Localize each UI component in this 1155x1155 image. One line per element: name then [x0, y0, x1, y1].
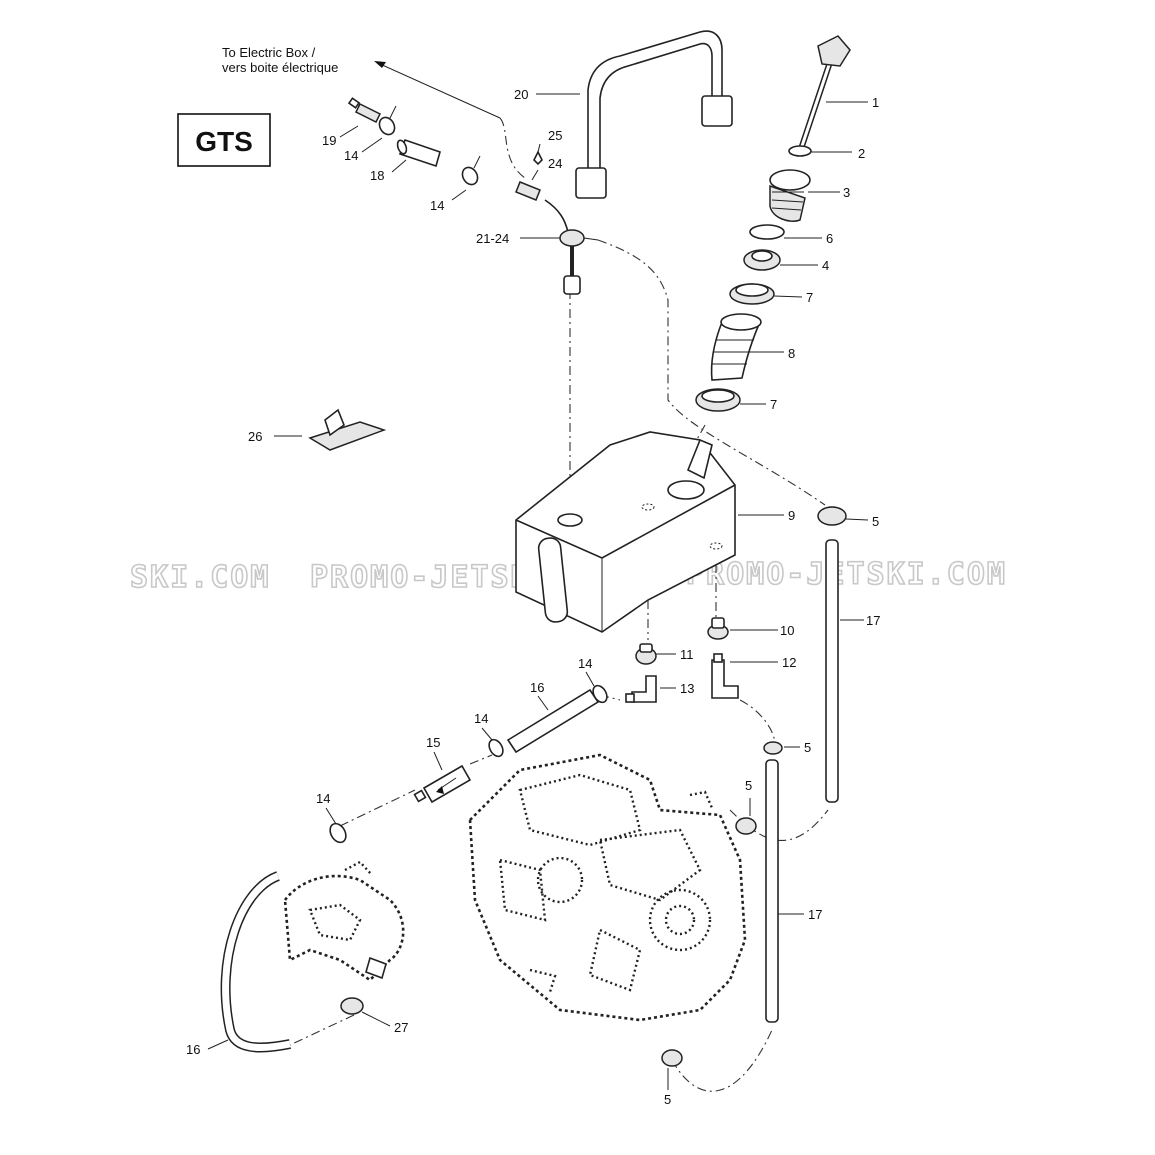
callout-16-upper: 16: [530, 680, 544, 695]
part-16-hose-lower: [220, 871, 291, 1053]
callout-19: 19: [322, 133, 336, 148]
callout-4: 4: [822, 258, 829, 273]
callout-14-b: 14: [430, 198, 444, 213]
part-12-elbow-fitting: [711, 653, 739, 699]
part-20-handle-strap: [575, 30, 733, 199]
callout-27: 27: [394, 1020, 408, 1035]
callout-21-24: 21-24: [476, 231, 509, 246]
callout-15: 15: [426, 735, 440, 750]
oil-pump-reference: [283, 860, 405, 982]
part-7-clamp-lower: [695, 388, 741, 412]
callout-2: 2: [858, 146, 865, 161]
callout-7-lower: 7: [770, 397, 777, 412]
part-18-hose: [396, 138, 441, 168]
callout-13: 13: [680, 681, 694, 696]
engine-reference: [468, 753, 747, 1022]
part-13-elbow-fitting: [625, 675, 657, 703]
part-24-connector: [515, 181, 541, 201]
svg-text:vers boite électrique: vers boite électrique: [222, 60, 338, 75]
callout-9: 9: [788, 508, 795, 523]
callout-5-top: 5: [872, 514, 879, 529]
model-badge: GTS: [177, 113, 271, 167]
watermark-left: SKI.COM: [130, 560, 270, 595]
part-27-clamp: [340, 997, 364, 1015]
part-7-clamp-upper: [729, 283, 775, 305]
part-6-washer: [749, 224, 785, 240]
part-14-clamp-c: [592, 684, 608, 704]
callout-20: 20: [514, 87, 528, 102]
part-16-hose-upper: [506, 688, 600, 754]
part-1-dipstick: [797, 35, 851, 153]
part-5-clamp-top: [817, 506, 847, 526]
callout-12: 12: [782, 655, 796, 670]
callout-24: 24: [548, 156, 562, 171]
callout-14-e: 14: [316, 791, 330, 806]
callout-14-a: 14: [344, 148, 358, 163]
leader-lines: [207, 93, 869, 1090]
part-19-vent-fitting: [347, 97, 382, 124]
callout-16-lower: 16: [186, 1042, 200, 1057]
part-14-clamp-e: [329, 822, 347, 844]
part-11-grommet: [635, 643, 657, 665]
part-14-clamp-b: [461, 155, 481, 186]
callout-25: 25: [548, 128, 562, 143]
callout-18: 18: [370, 168, 384, 183]
callout-17-upper: 17: [866, 613, 880, 628]
watermark-right: PROMO-JETSKI.COM: [686, 557, 1007, 592]
callout-3: 3: [843, 185, 850, 200]
callout-5-mid: 5: [804, 740, 811, 755]
callout-11: 11: [680, 647, 694, 662]
part-2-gasket: [788, 145, 812, 157]
electric-box-note: To Electric Box / vers boite électrique: [222, 45, 501, 119]
callout-5-engine: 5: [745, 778, 752, 793]
part-5-clamp-mid: [763, 741, 783, 755]
callout-7-upper: 7: [806, 290, 813, 305]
part-5-clamp-bottom: [661, 1049, 683, 1067]
part-26-clip: [308, 408, 387, 451]
part-17-tube-upper: [825, 539, 839, 803]
callout-10: 10: [780, 623, 794, 638]
callout-14-d: 14: [474, 711, 488, 726]
part-5-clamp-engine: [735, 817, 757, 835]
part-4-nut: [743, 249, 781, 271]
part-25-drop-icon: [533, 150, 543, 166]
callout-5-bottom: 5: [664, 1092, 671, 1107]
part-9-oil-tank: [515, 431, 736, 633]
callout-14-c: 14: [578, 656, 592, 671]
part-15-inline-filter: [413, 764, 472, 804]
callout-labels: 1 2 3 6 4 7 8 7 9 5 17 10 11 12 13 5 5 1…: [186, 87, 880, 1107]
svg-text:To Electric Box /: To Electric Box /: [222, 45, 316, 60]
part-21-24-level-sensor: [544, 199, 599, 295]
part-3-filler-neck: [769, 169, 811, 222]
part-8-bellows-hose: [710, 313, 762, 381]
part-14-clamp-d: [488, 738, 504, 758]
svg-text:GTS: GTS: [195, 126, 253, 157]
callout-1: 1: [872, 95, 879, 110]
callout-26: 26: [248, 429, 262, 444]
callout-17-lower: 17: [808, 907, 822, 922]
part-14-clamp-a: [378, 105, 397, 136]
part-17-tube-lower: [765, 759, 779, 1023]
callout-6: 6: [826, 231, 833, 246]
callout-8: 8: [788, 346, 795, 361]
part-10-grommet: [707, 617, 729, 640]
